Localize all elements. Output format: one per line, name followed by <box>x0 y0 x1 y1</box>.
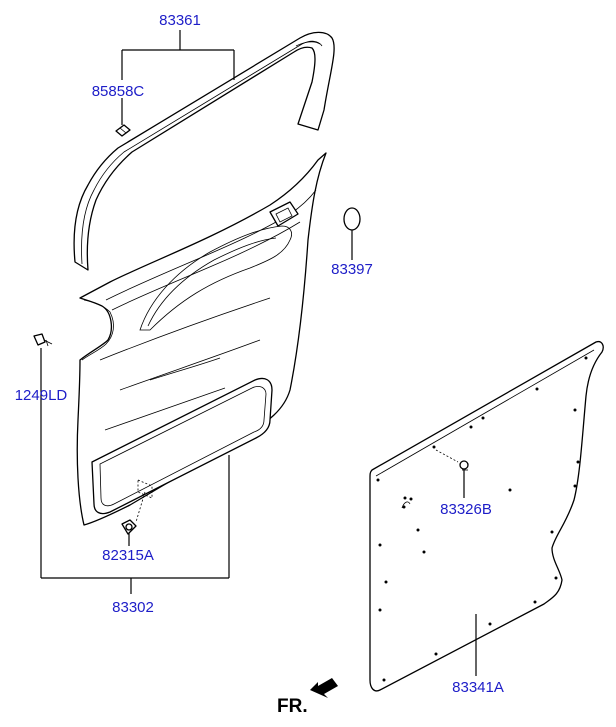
label-83397: 83397 <box>331 261 373 278</box>
weatherstrip-83361 <box>73 31 335 271</box>
pull-cover-83397 <box>343 207 361 231</box>
label-83302: 83302 <box>112 599 154 616</box>
front-direction-arrow-icon <box>310 678 338 698</box>
label-83341A: 83341A <box>452 679 504 696</box>
label-83326B: 83326B <box>440 501 492 518</box>
label-82315A: 82315A <box>102 547 154 564</box>
label-1249LD: 1249LD <box>15 387 68 404</box>
leader-lines <box>40 30 477 676</box>
sealing-cover-83341A <box>369 340 604 692</box>
label-85858C: 85858C <box>92 83 145 100</box>
front-direction-label: FR. <box>277 696 308 717</box>
clip-85858C <box>115 124 131 137</box>
door-trim-panel-83302 <box>76 152 327 526</box>
label-83361: 83361 <box>159 12 201 29</box>
fastener-82315A <box>121 519 137 535</box>
retainer-83326B <box>435 449 469 471</box>
screw-1249LD <box>33 333 53 347</box>
